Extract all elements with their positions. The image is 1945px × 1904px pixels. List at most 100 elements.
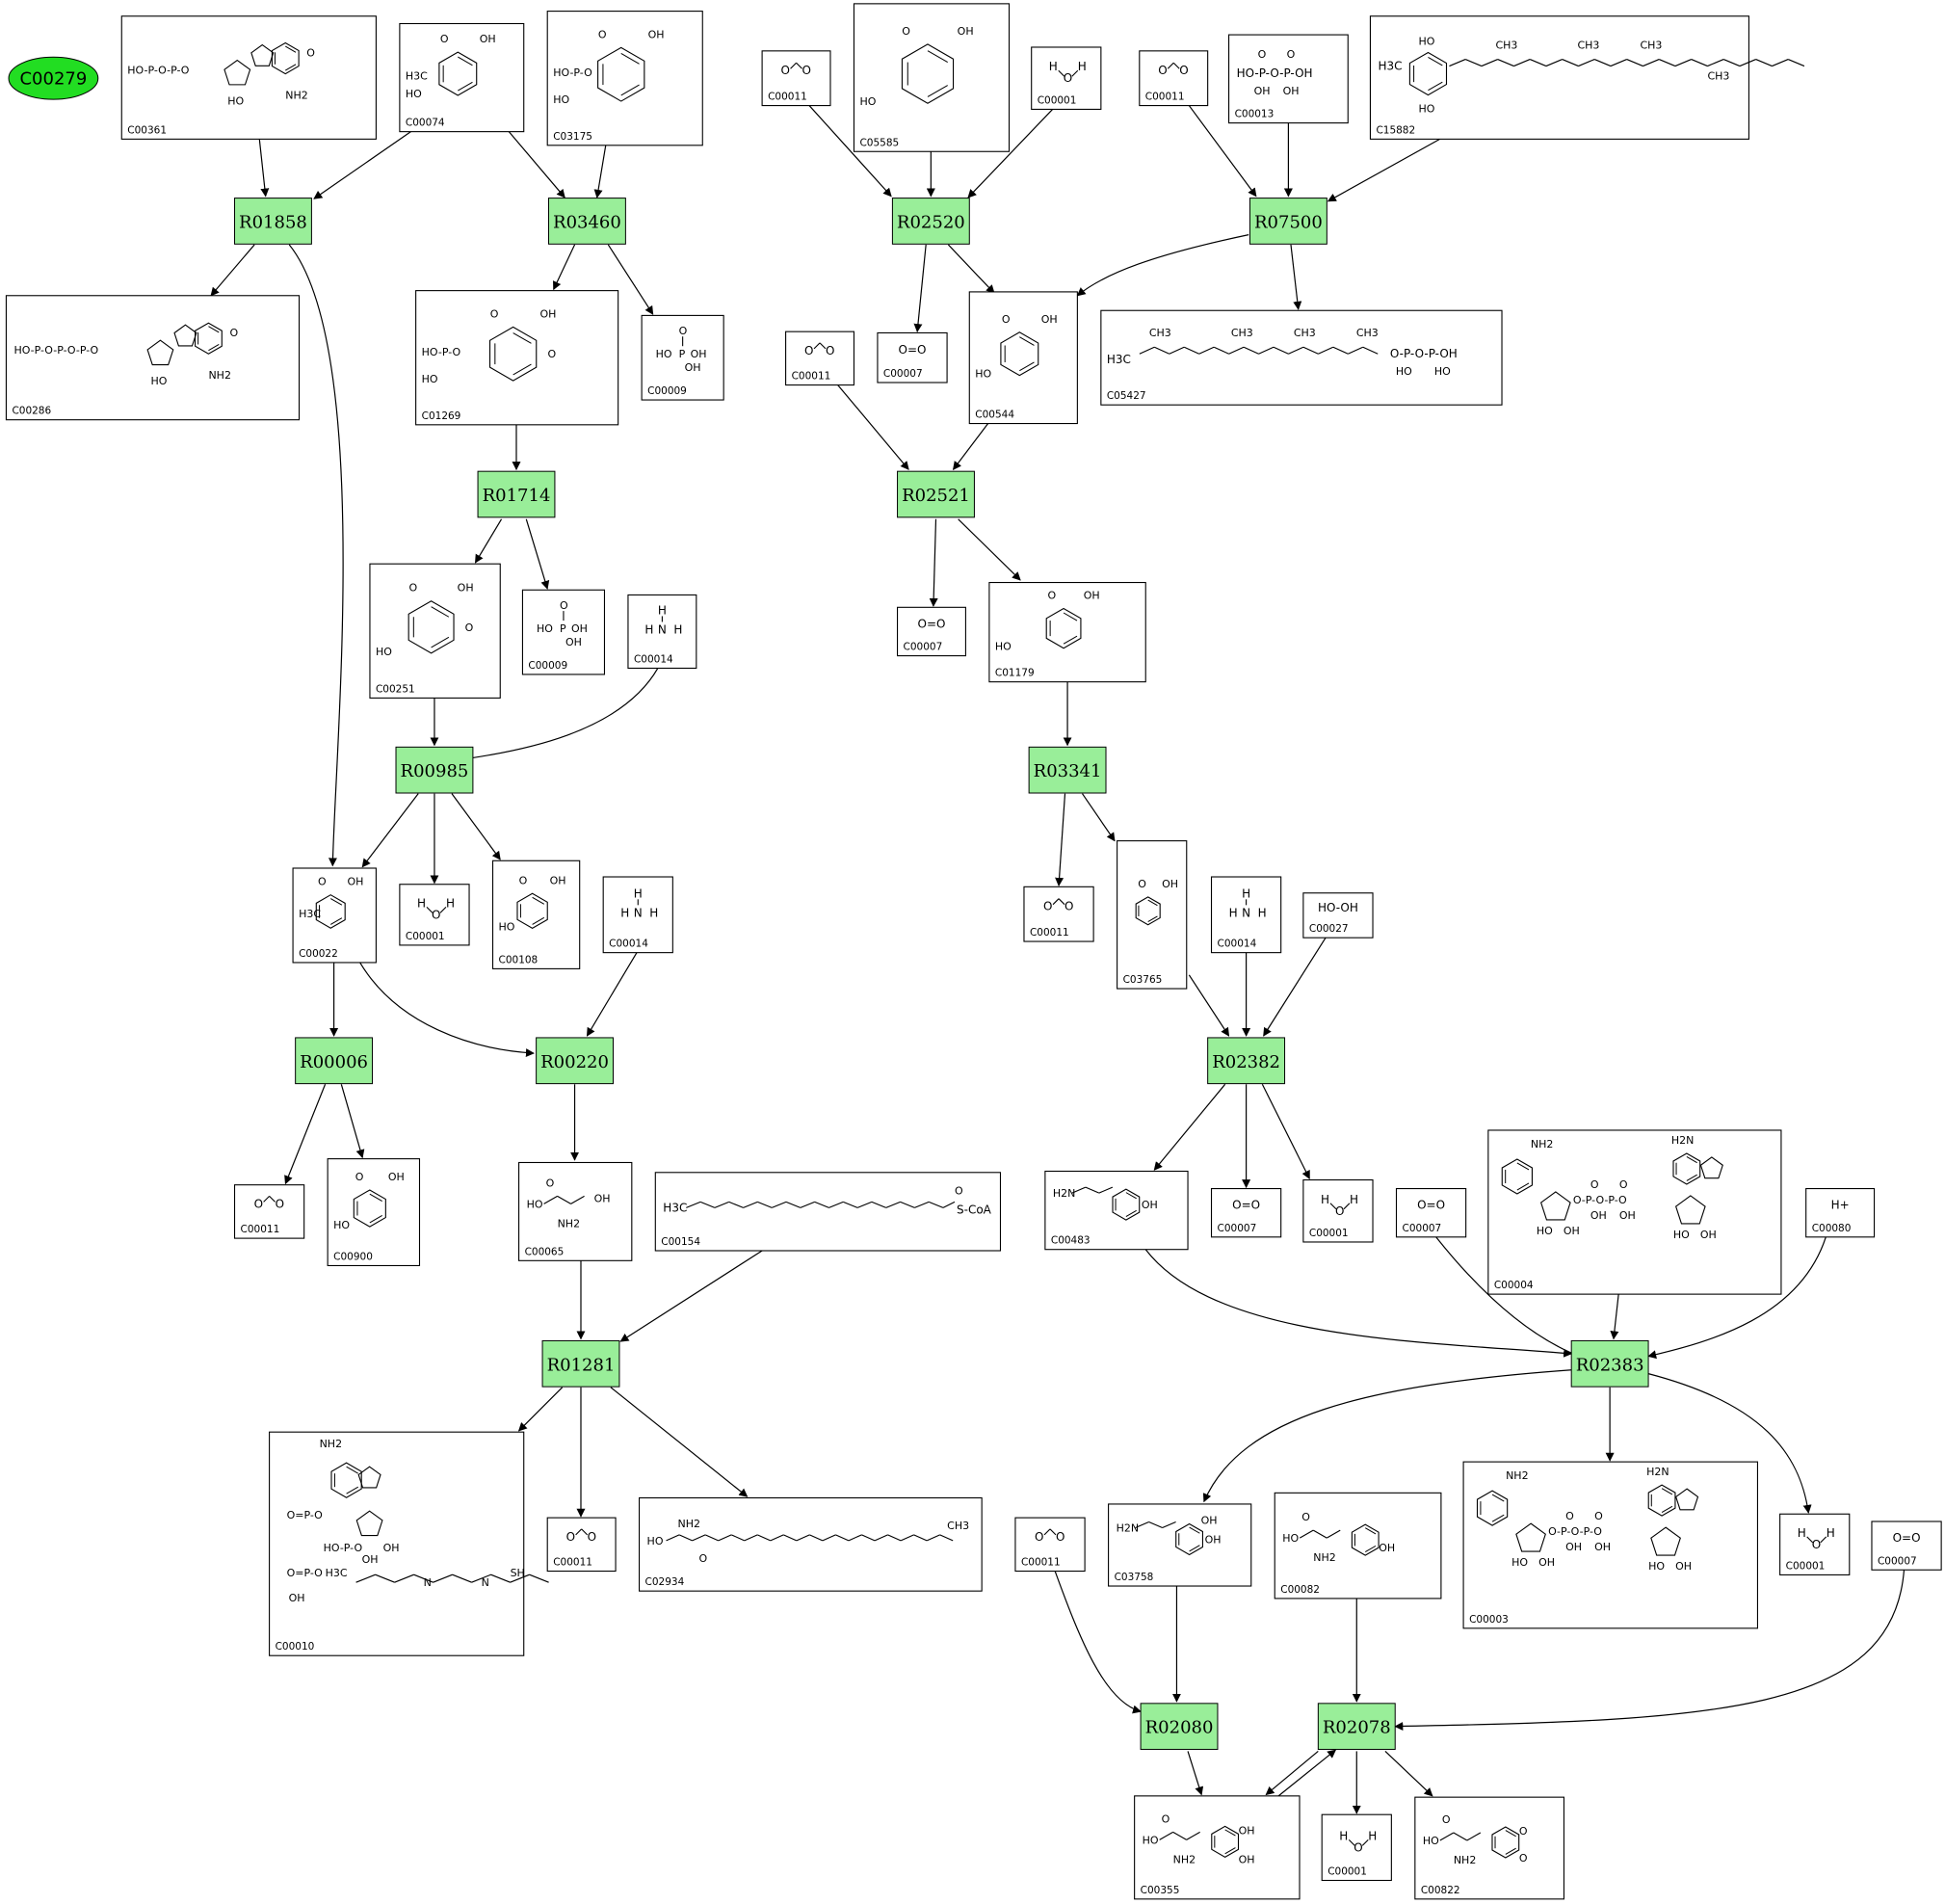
reaction-node-r03460[interactable]: R03460 [547, 198, 626, 245]
compound-id-label: C03758 [1115, 1572, 1154, 1583]
structure-atom-label: H [446, 896, 455, 910]
reaction-node-r00985[interactable]: R00985 [395, 746, 474, 794]
reaction-arrow [1647, 1373, 1812, 1514]
start-compound-node[interactable]: C00279 [8, 56, 99, 100]
structure-atom-label: P [679, 348, 686, 360]
structure-atom-label: N [634, 906, 643, 919]
compound-id-label: C00011 [1021, 1557, 1061, 1569]
reaction-arrow [619, 1250, 763, 1342]
reaction-node-r02078[interactable]: R02078 [1317, 1703, 1396, 1751]
reaction-arrow [958, 518, 1021, 581]
structure-atom-label: H [1321, 1193, 1329, 1206]
structure-atom-label: HO [227, 95, 244, 108]
reaction-label: R01858 [239, 212, 307, 232]
structure-atom-label: HO [975, 368, 991, 381]
structure-atom-label: O [1035, 1530, 1043, 1544]
reaction-node-r00220[interactable]: R00220 [536, 1037, 614, 1085]
structure-drawing: O=O [899, 343, 927, 357]
reaction-label: R00006 [300, 1052, 368, 1072]
structure-atom-label: HO-P-O [553, 66, 592, 79]
reaction-node-r03341[interactable]: R03341 [1028, 746, 1107, 794]
reaction-arrow [1144, 1249, 1573, 1358]
reaction-node-r01714[interactable]: R01714 [477, 470, 556, 518]
structure-atom-label: HO-P-O [324, 1542, 363, 1554]
reaction-node-r02080[interactable]: R02080 [1140, 1703, 1219, 1751]
reaction-arrow [288, 244, 344, 867]
compound-id-label: C02934 [645, 1576, 685, 1588]
reaction-node-r02521[interactable]: R02521 [897, 470, 975, 518]
compound-box-c00080[interactable]: H+C00080 [1805, 1187, 1876, 1238]
reaction-node-r02383[interactable]: R02383 [1570, 1339, 1649, 1388]
structure-atom-label: NH2 [1454, 1854, 1477, 1866]
structure-atom-label: OH [1239, 1824, 1255, 1837]
structure-atom-label: CH3 [1640, 40, 1662, 52]
reaction-node-r01858[interactable]: R01858 [234, 198, 312, 245]
reaction-node-r00006[interactable]: R00006 [295, 1037, 374, 1085]
reaction-arrow [474, 518, 503, 564]
reaction-node-r02382[interactable]: R02382 [1207, 1037, 1286, 1085]
reaction-arrow [1054, 1571, 1142, 1714]
reaction-node-r01281[interactable]: R01281 [541, 1339, 620, 1388]
structure-atom-label: HO [150, 375, 167, 387]
structure-atom-label: O [588, 1530, 596, 1544]
reaction-arrow [1435, 1236, 1584, 1360]
reaction-arrow [1188, 974, 1230, 1037]
reaction-node-r02520[interactable]: R02520 [891, 198, 970, 245]
structure-atom-label: OH [1538, 1556, 1555, 1569]
reaction-node-r07500[interactable]: R07500 [1248, 198, 1327, 245]
